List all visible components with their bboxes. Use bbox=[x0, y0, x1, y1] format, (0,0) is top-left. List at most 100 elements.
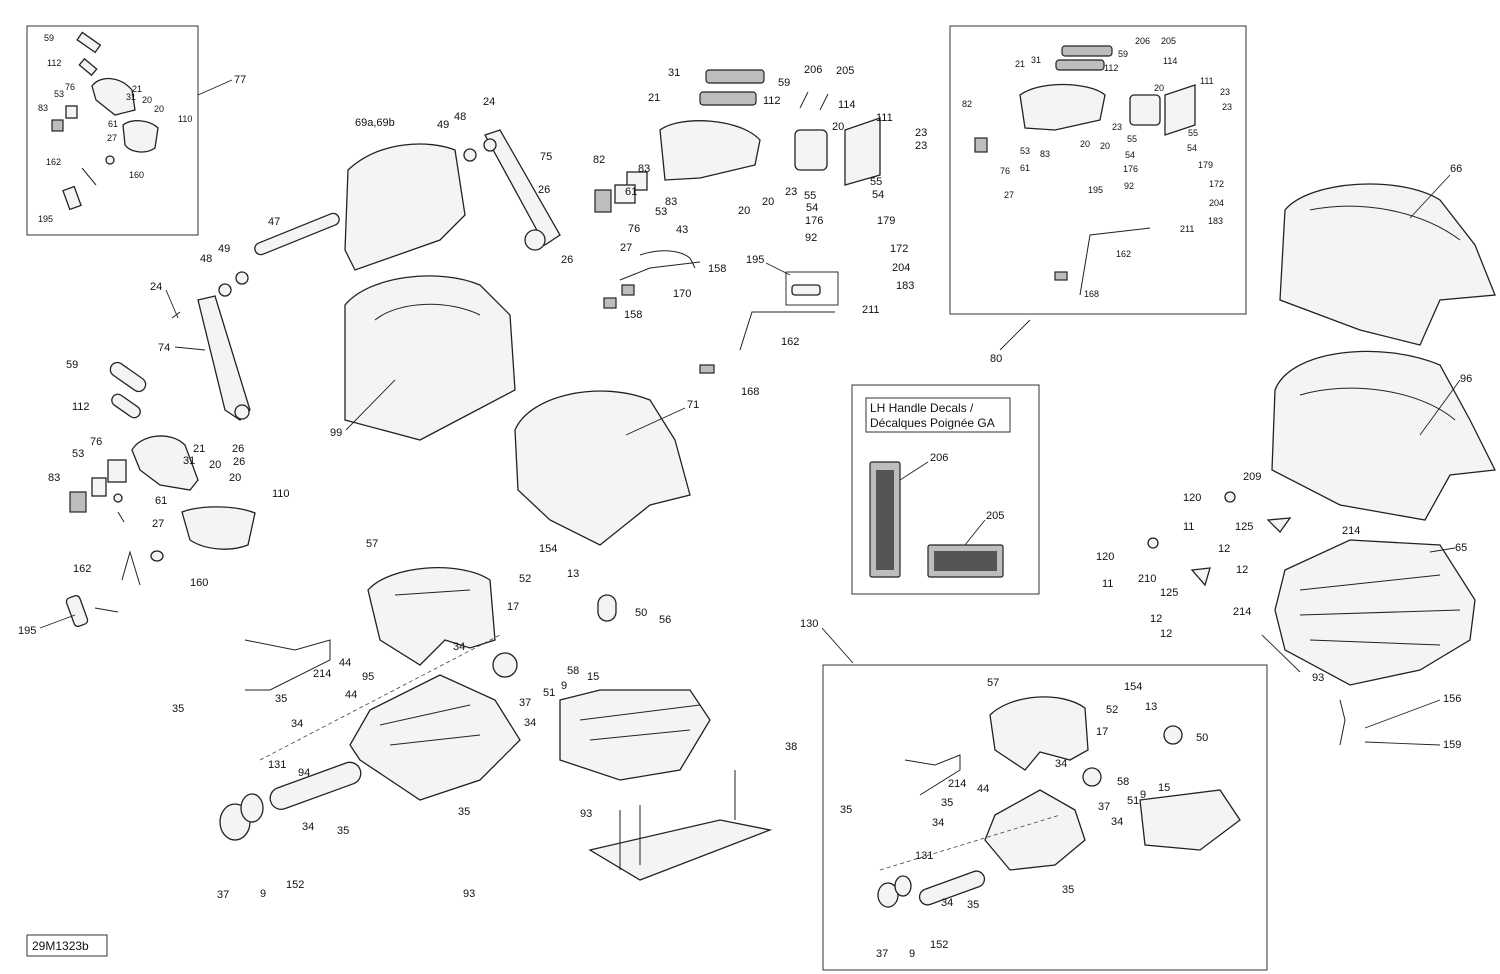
callout-11-b: 11 bbox=[1102, 578, 1113, 590]
callout-59-center: 59 bbox=[778, 77, 790, 89]
callout-54-center: 54 bbox=[872, 189, 884, 201]
callout-26-left-b: 26 bbox=[233, 456, 245, 468]
callout-83-inset: 83 bbox=[1040, 149, 1050, 159]
callout-111-inset: 111 bbox=[1200, 76, 1214, 86]
callout-83: 83 bbox=[38, 103, 48, 113]
callout-35-d: 35 bbox=[337, 825, 349, 837]
callout-54-center-b: 54 bbox=[806, 202, 818, 214]
callout-152-inset: 152 bbox=[930, 939, 948, 951]
callout-20: 20 bbox=[142, 95, 152, 105]
callout-204-inset: 204 bbox=[1209, 198, 1224, 208]
callout-51: 51 bbox=[543, 687, 555, 699]
callout-26-right-b: 26 bbox=[561, 254, 573, 266]
callout-20-inset: 20 bbox=[1154, 83, 1164, 93]
callout-114-inset: 114 bbox=[1163, 56, 1177, 66]
callout-162-center: 162 bbox=[781, 336, 799, 348]
callout-21-left: 21 bbox=[193, 443, 205, 455]
callout-159: 159 bbox=[1443, 739, 1461, 751]
callout-154-inset: 154 bbox=[1124, 681, 1142, 693]
callout-34-d: 34 bbox=[302, 821, 314, 833]
callout-131-inset: 131 bbox=[915, 850, 933, 862]
callout-55-inset: 55 bbox=[1188, 128, 1198, 138]
callout-110: 110 bbox=[178, 114, 192, 124]
callout-77: 77 bbox=[234, 74, 246, 86]
callout-26-left: 26 bbox=[232, 443, 244, 455]
callout-23-inset-b: 23 bbox=[1222, 102, 1232, 112]
callout-54-inset-b: 54 bbox=[1125, 150, 1135, 160]
callout-55-inset-b: 55 bbox=[1127, 134, 1137, 144]
callout-92-inset: 92 bbox=[1124, 181, 1134, 191]
callout-35-inset-c: 35 bbox=[1062, 884, 1074, 896]
callout-31: 31 bbox=[126, 92, 136, 102]
callout-44: 44 bbox=[339, 657, 351, 669]
callout-23-center-b: 23 bbox=[915, 127, 927, 139]
callout-20-inset-b: 20 bbox=[1080, 139, 1090, 149]
callout-211-inset: 211 bbox=[1180, 224, 1194, 234]
callout-120-b: 120 bbox=[1096, 551, 1114, 563]
callout-80: 80 bbox=[990, 353, 1002, 365]
callout-50: 50 bbox=[635, 607, 647, 619]
callout-37-inset-b: 37 bbox=[876, 948, 888, 960]
callout-214-left: 214 bbox=[313, 668, 331, 680]
callout-57: 57 bbox=[366, 538, 378, 550]
callout-211-center: 211 bbox=[862, 304, 880, 316]
callout-96: 96 bbox=[1460, 373, 1472, 385]
callout-170: 170 bbox=[673, 288, 691, 300]
callout-31-inset: 31 bbox=[1031, 55, 1041, 65]
decal-title-line1: LH Handle Decals / bbox=[870, 401, 974, 415]
callout-35-inset-b: 35 bbox=[840, 804, 852, 816]
callout-93-right: 93 bbox=[1312, 672, 1324, 684]
inset-box-130: 130 57 154 52 13 50 17 34 58 15 214 44 9… bbox=[800, 618, 1268, 971]
callout-66: 66 bbox=[1450, 163, 1462, 175]
callout-95: 95 bbox=[362, 671, 374, 683]
callout-20-left: 20 bbox=[209, 459, 221, 471]
callout-34-inset: 34 bbox=[1055, 758, 1067, 770]
callout-15-inset: 15 bbox=[1158, 782, 1170, 794]
callout-37-inset: 37 bbox=[1098, 801, 1110, 813]
callout-112-center: 112 bbox=[763, 95, 781, 107]
callout-58-inset: 58 bbox=[1117, 776, 1129, 788]
callout-23-center: 23 bbox=[785, 186, 797, 198]
callout-23-inset-c: 23 bbox=[1112, 122, 1122, 132]
callout-37-b: 37 bbox=[217, 889, 229, 901]
callout-37: 37 bbox=[519, 697, 531, 709]
decal-205: 205 bbox=[986, 510, 1004, 522]
callout-160-left: 160 bbox=[190, 577, 208, 589]
inset-box-80: 80 59 112 31 21 206 205 114 111 23 23 20… bbox=[949, 25, 1247, 365]
callout-114-center: 114 bbox=[838, 99, 856, 111]
callout-214: 214 bbox=[1342, 525, 1360, 537]
callout-112-inset: 112 bbox=[1104, 63, 1118, 73]
callout-12-d: 12 bbox=[1160, 628, 1172, 640]
callout-94: 94 bbox=[298, 767, 310, 779]
callout-53: 53 bbox=[54, 89, 64, 99]
callout-131: 131 bbox=[268, 759, 286, 771]
callout-160: 160 bbox=[129, 170, 144, 180]
callout-112-left: 112 bbox=[72, 401, 90, 413]
callout-179-inset: 179 bbox=[1198, 160, 1213, 170]
callout-76: 76 bbox=[65, 82, 75, 92]
callout-65: 65 bbox=[1455, 542, 1467, 554]
callout-58: 58 bbox=[567, 665, 579, 677]
callout-130: 130 bbox=[800, 618, 818, 630]
diagram-code-box: 29M1323b bbox=[26, 934, 108, 957]
callout-35-b: 35 bbox=[172, 703, 184, 715]
callout-53-left: 53 bbox=[72, 448, 84, 460]
callout-61-center: 61 bbox=[625, 186, 637, 198]
callout-13: 13 bbox=[567, 568, 579, 580]
callout-12: 12 bbox=[1218, 543, 1230, 555]
callout-17: 17 bbox=[507, 601, 519, 613]
callout-176-center: 176 bbox=[805, 215, 823, 227]
callout-176-inset: 176 bbox=[1123, 164, 1138, 174]
callout-76-left: 76 bbox=[90, 436, 102, 448]
callout-204-center: 204 bbox=[892, 262, 910, 274]
callout-31-left: 31 bbox=[183, 455, 195, 467]
callout-52-inset: 52 bbox=[1106, 704, 1118, 716]
callout-15: 15 bbox=[587, 671, 599, 683]
callout-21: 21 bbox=[132, 84, 142, 94]
callout-61-left: 61 bbox=[155, 495, 167, 507]
callout-209: 209 bbox=[1243, 471, 1261, 483]
callout-27-center: 27 bbox=[620, 242, 632, 254]
callout-51-inset: 51 bbox=[1127, 795, 1139, 807]
callout-83-center-b: 83 bbox=[665, 196, 677, 208]
callout-61-inset: 61 bbox=[1020, 163, 1030, 173]
